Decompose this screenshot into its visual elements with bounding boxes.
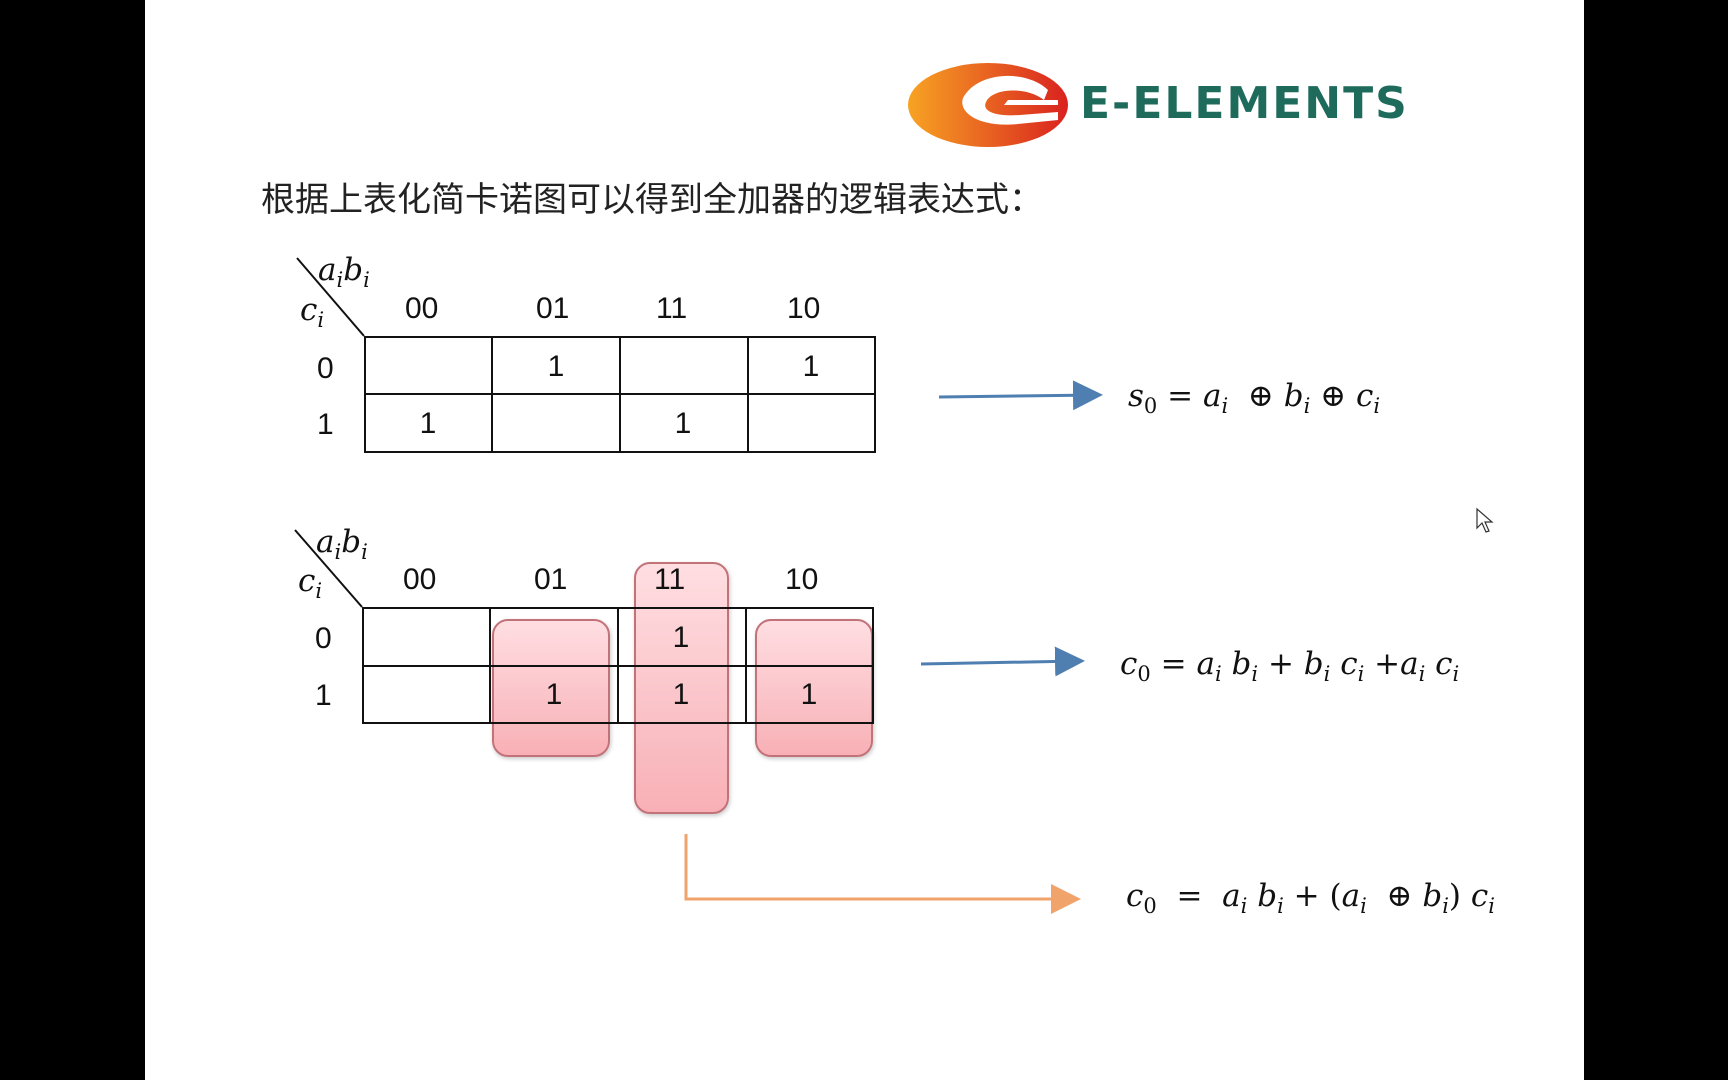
- kmap1-col-label: 11: [656, 292, 688, 325]
- logo: E-ELEMENTS: [908, 60, 1558, 150]
- kmap2-col-label: 01: [534, 563, 568, 596]
- kmap1-corner-diagonal: [296, 257, 365, 337]
- kmap2-group-10: [755, 619, 873, 757]
- arrow-right-icon: [920, 646, 1085, 677]
- kmap2-col-label: 11: [654, 563, 686, 596]
- kmap2-divider: [362, 665, 874, 667]
- kmap2-corner-top: aibi: [316, 524, 368, 565]
- logo-emblem-icon: [908, 63, 1068, 147]
- kmap1-cell: 1: [674, 407, 692, 440]
- kmap1-col-label: 00: [405, 292, 439, 325]
- kmap2-col-label: 00: [403, 563, 437, 596]
- kmap2-row-label: 1: [315, 679, 332, 712]
- logo-text: E-ELEMENTS: [1080, 78, 1409, 129]
- formula-c0-xor: c0 = ai bi + (ai ⊕ bi) ci: [1126, 878, 1495, 919]
- kmap2-cell: 1: [672, 621, 690, 654]
- kmap2-corner-left: ci: [298, 563, 323, 604]
- kmap1-row-label: 0: [317, 352, 334, 385]
- kmap1-col-label: 01: [536, 292, 570, 325]
- arrow-right-icon: [938, 380, 1103, 411]
- kmap1-corner-left: ci: [300, 292, 325, 333]
- kmap1-corner-top: aibi: [318, 252, 370, 293]
- kmap1-cell: 1: [547, 350, 565, 383]
- diagram-lines: [294, 257, 1494, 914]
- kmap2-group-11-column: [634, 562, 729, 814]
- arrow-right-icon: [684, 834, 1081, 914]
- slide: E-ELEMENTS 根据上表化简卡诺图可以得到全加器的逻辑表达式： aibi …: [145, 0, 1584, 1080]
- kmap2-cell: 1: [545, 678, 563, 711]
- kmap2-row-label: 0: [315, 622, 332, 655]
- kmap1-col-label: 10: [787, 292, 821, 325]
- kmap2-col-label: 10: [785, 563, 819, 596]
- cursor-icon: [1476, 507, 1494, 533]
- kmap2-corner-diagonal: [294, 529, 363, 608]
- kmap1-row-label: 1: [317, 408, 334, 441]
- kmap2-group-01: [492, 619, 610, 757]
- kmap2-cell: 1: [800, 678, 818, 711]
- formula-c0-sum: c0 = ai bi + bi ci +ai ci: [1120, 646, 1460, 687]
- kmap1-divider: [364, 393, 876, 395]
- kmap2-cell: 1: [672, 678, 690, 711]
- formula-s0: s0 = ai ⊕ bi ⊕ ci: [1128, 378, 1381, 419]
- kmap1-cell: 1: [419, 407, 437, 440]
- slide-heading: 根据上表化简卡诺图可以得到全加器的逻辑表达式：: [261, 180, 1043, 220]
- kmap1-cell: 1: [802, 350, 820, 383]
